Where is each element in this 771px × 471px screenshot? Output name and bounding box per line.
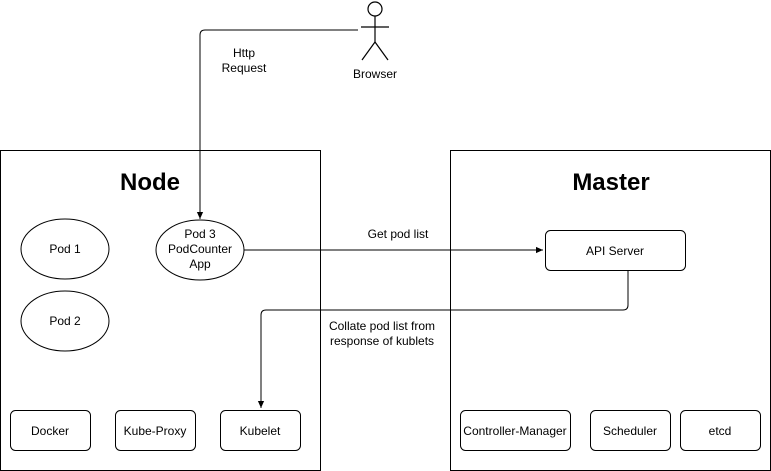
pod-3-podcounter-app: Pod 3 PodCounter App — [155, 219, 245, 281]
collate-label-line-2: response of kublets — [330, 334, 434, 348]
pod-3-label-line-1: Pod 3 — [184, 227, 216, 241]
docker-box: Docker — [10, 410, 91, 451]
browser-actor: Browser — [353, 1, 397, 81]
kubelet-box: Kubelet — [220, 410, 301, 451]
browser-label: Browser — [353, 67, 397, 81]
collate-label-line-1: Collate pod list from — [329, 319, 435, 333]
kube-proxy-label: Kube-Proxy — [124, 424, 187, 438]
etcd-box: etcd — [680, 410, 761, 451]
collate-pod-list-edge: Collate pod list from response of kublet… — [257, 271, 629, 408]
master-title: Master — [572, 169, 649, 196]
api-server-box: API Server — [545, 230, 686, 271]
node-title: Node — [120, 169, 180, 196]
get-pod-list-edge: Get pod list — [244, 227, 543, 254]
pod-2: Pod 2 — [20, 290, 110, 352]
get-pod-list-label: Get pod list — [368, 227, 429, 241]
http-request-edge: Http Request — [196, 29, 358, 219]
kube-proxy-box: Kube-Proxy — [115, 410, 196, 451]
scheduler-label: Scheduler — [603, 424, 657, 438]
pod-1: Pod 1 — [20, 218, 110, 280]
pod-2-label: Pod 2 — [49, 314, 81, 328]
api-server-label: API Server — [586, 244, 644, 258]
kubelet-label: Kubelet — [240, 424, 281, 438]
person-icon — [361, 1, 389, 61]
controller-manager-label: Controller-Manager — [463, 424, 566, 438]
etcd-label: etcd — [709, 424, 732, 438]
http-request-label-line-2: Request — [222, 61, 267, 75]
http-request-label-line-1: Http — [233, 46, 255, 60]
pod-3-label-line-2: PodCounter — [168, 242, 232, 256]
pod-1-label: Pod 1 — [49, 242, 81, 256]
scheduler-box: Scheduler — [590, 410, 671, 451]
pod-3-label-line-3: App — [189, 257, 211, 271]
controller-manager-box: Controller-Manager — [460, 410, 571, 451]
docker-label: Docker — [31, 424, 69, 438]
